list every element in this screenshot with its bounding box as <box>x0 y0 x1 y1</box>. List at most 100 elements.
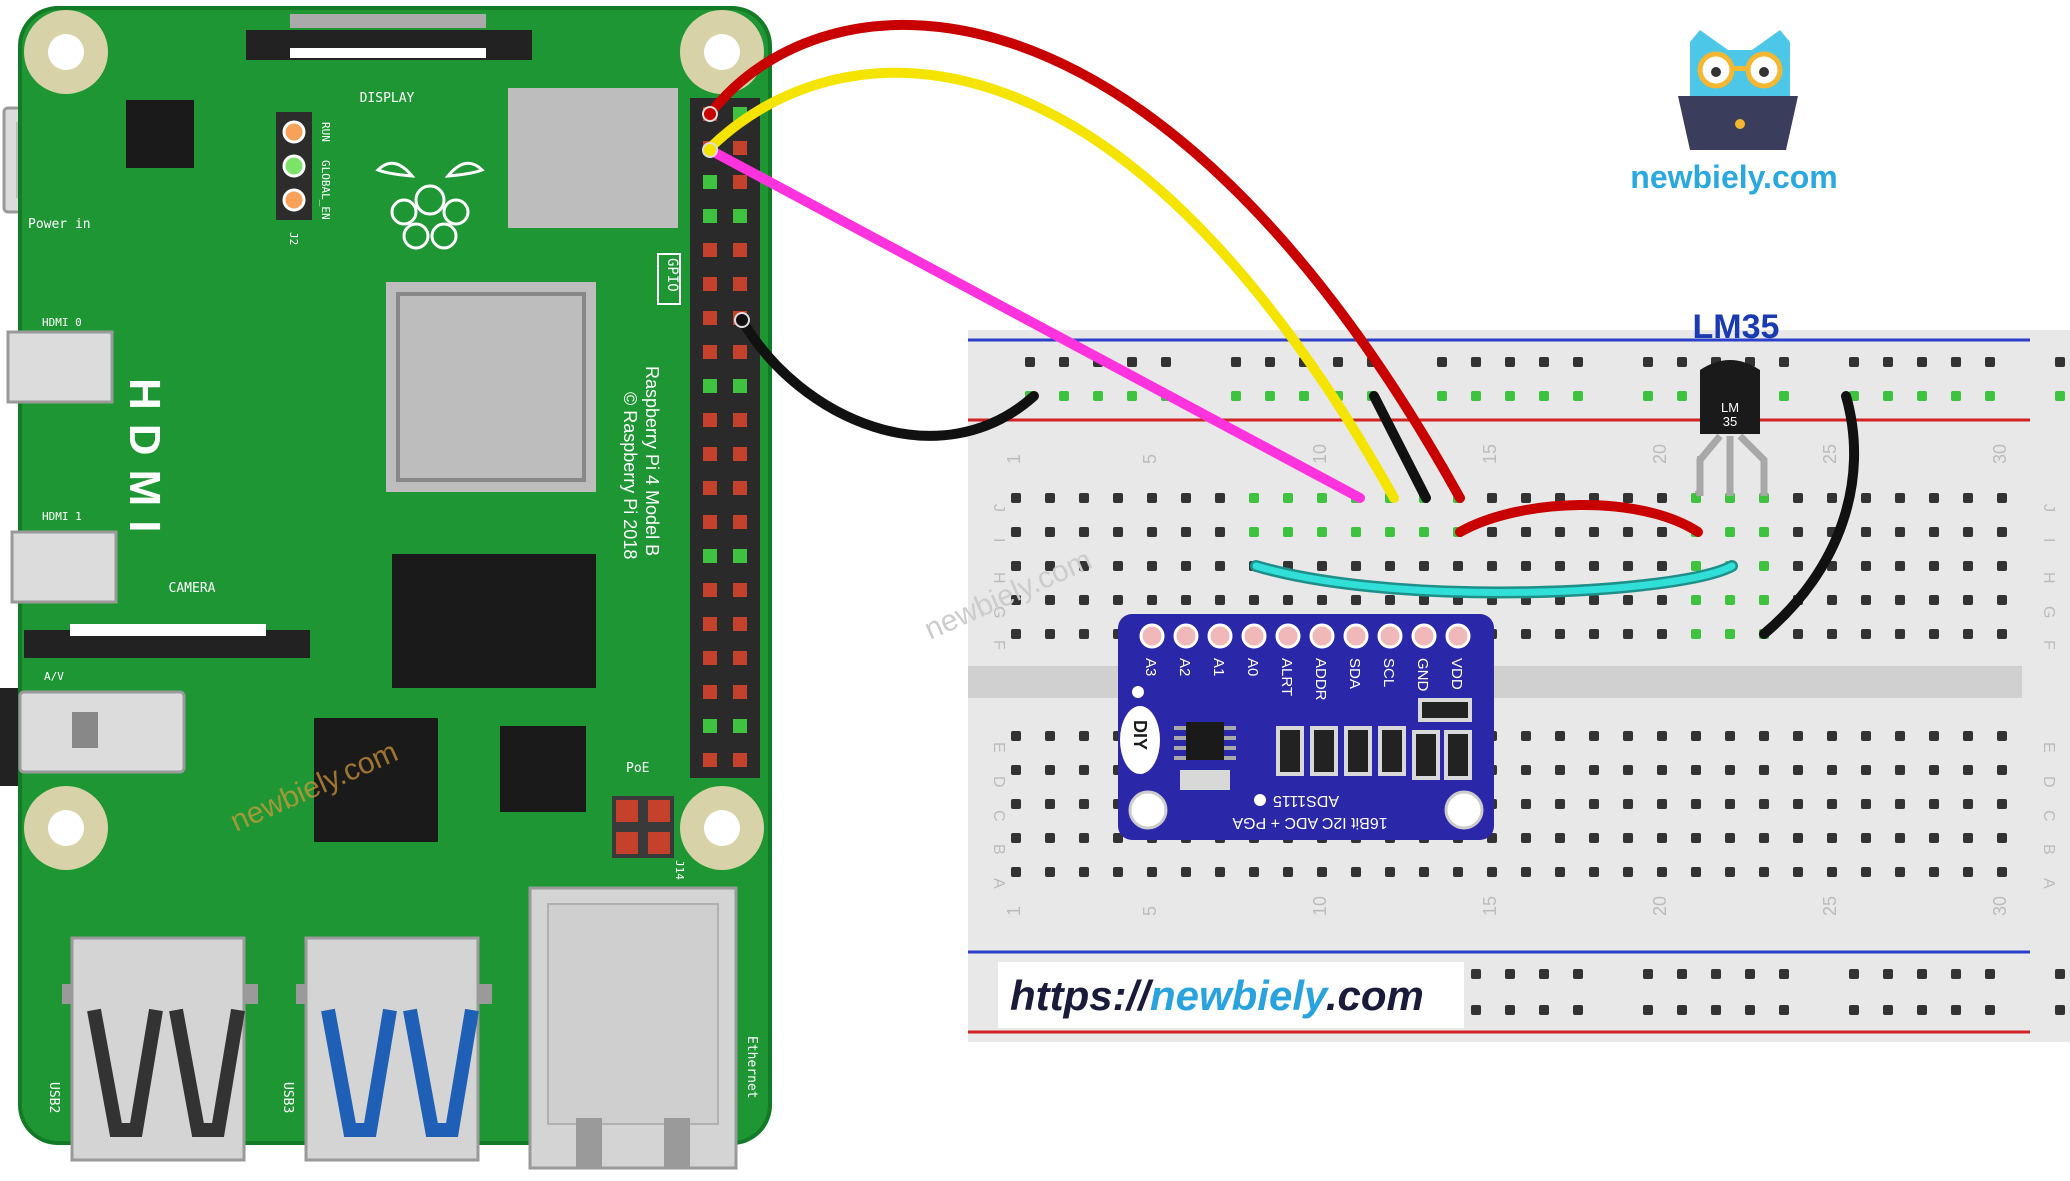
breadboard-hole <box>1555 561 1565 571</box>
breadboard-hole <box>1181 595 1191 605</box>
breadboard-hole <box>1861 527 1871 537</box>
row-letter: D <box>990 776 1007 788</box>
breadboard-hole <box>1623 833 1633 843</box>
breadboard-hole <box>1555 765 1565 775</box>
breadboard-hole <box>1555 833 1565 843</box>
breadboard-hole <box>1985 357 1995 367</box>
breadboard-hole <box>1059 391 1069 401</box>
breadboard-hole <box>1827 833 1837 843</box>
breadboard-hole <box>1623 731 1633 741</box>
breadboard-hole <box>1725 595 1735 605</box>
gpio-pin <box>733 243 747 257</box>
breadboard-hole <box>1895 867 1905 877</box>
smd-resistor <box>1310 726 1338 776</box>
gpio-pin <box>703 617 717 631</box>
breadboard-hole <box>1623 867 1633 877</box>
breadboard-hole <box>1691 867 1701 877</box>
row-letter: D <box>2040 776 2057 788</box>
breadboard-hole <box>1711 1005 1721 1015</box>
breadboard-hole <box>1351 867 1361 877</box>
column-number: 5 <box>1140 906 1160 916</box>
adc-pin <box>1241 623 1267 649</box>
row-letter: B <box>990 844 1007 855</box>
breadboard-hole <box>1079 833 1089 843</box>
breadboard-hole <box>1677 969 1687 979</box>
breadboard-hole <box>1079 561 1089 571</box>
url-banner: https://newbiely.com <box>998 962 1464 1028</box>
breadboard-hole <box>1045 561 1055 571</box>
breadboard-hole <box>1759 527 1769 537</box>
column-number: 25 <box>1820 444 1840 464</box>
gpio-pin <box>703 515 717 529</box>
breadboard-hole <box>1929 527 1939 537</box>
breadboard-hole <box>1011 493 1021 503</box>
breadboard-hole <box>1793 799 1803 809</box>
breadboard-hole <box>1793 561 1803 571</box>
column-number: 15 <box>1480 896 1500 916</box>
breadboard-hole <box>1677 1005 1687 1015</box>
breadboard-hole <box>1283 595 1293 605</box>
hdmi1-label: HDMI 1 <box>42 510 82 523</box>
breadboard-hole <box>1963 595 1973 605</box>
gpio-pin <box>703 583 717 597</box>
gpio-pin <box>733 413 747 427</box>
ram-chip <box>392 554 596 688</box>
breadboard-hole <box>1657 527 1667 537</box>
breadboard-hole <box>1895 629 1905 639</box>
breadboard-hole <box>1657 629 1667 639</box>
lm35-body-text-2: 35 <box>1723 414 1737 429</box>
breadboard-hole <box>1589 595 1599 605</box>
usb3-port: USB3 <box>280 936 492 1162</box>
adc-pin-label: A0 <box>1244 658 1261 676</box>
breadboard-hole <box>1505 391 1515 401</box>
breadboard-hole <box>1997 731 2007 741</box>
breadboard-hole <box>1963 493 1973 503</box>
display-connector: DISPLAY <box>246 14 532 106</box>
ads1115-chip-name: ADS1115 <box>1273 792 1339 809</box>
column-number: 10 <box>1310 896 1330 916</box>
breadboard-hole <box>1079 493 1089 503</box>
row-letter: C <box>990 810 1007 822</box>
vcc-wire <box>705 19 1465 503</box>
breadboard-hole <box>1011 527 1021 537</box>
gpio-pin <box>733 175 747 189</box>
wire-ends <box>702 106 750 328</box>
breadboard-hole <box>1113 561 1123 571</box>
hdmi0-port: HDMI 0 <box>6 316 114 404</box>
column-number: 20 <box>1650 444 1670 464</box>
breadboard-hole <box>1079 629 1089 639</box>
row-letter: A <box>2040 878 2057 889</box>
status-leds: RUN GLOBAL_EN J2 <box>276 112 332 245</box>
gpio-pin <box>733 617 747 631</box>
breadboard-hole <box>1249 595 1259 605</box>
j14-label: J14 <box>673 860 686 880</box>
breadboard-hole <box>1849 1005 1859 1015</box>
breadboard-hole <box>1521 833 1531 843</box>
breadboard-hole <box>1861 833 1871 843</box>
breadboard-hole <box>1997 493 2007 503</box>
breadboard-hole <box>1985 391 1995 401</box>
breadboard-hole <box>2055 357 2065 367</box>
breadboard-hole <box>1487 527 1497 537</box>
breadboard-hole <box>1161 357 1171 367</box>
breadboard-hole <box>1691 595 1701 605</box>
breadboard-hole <box>1555 799 1565 809</box>
breadboard-hole <box>1419 595 1429 605</box>
breadboard-hole <box>1385 527 1395 537</box>
breadboard-hole <box>1643 969 1653 979</box>
breadboard-hole <box>1113 867 1123 877</box>
power-in-label: Power in <box>28 217 91 232</box>
breadboard-hole <box>1317 595 1327 605</box>
breadboard-hole <box>1725 731 1735 741</box>
gpio-pin <box>733 651 747 665</box>
gpio-pin <box>733 719 747 733</box>
breadboard-hole <box>1505 969 1515 979</box>
row-letter: A <box>990 878 1007 889</box>
row-letter: F <box>2040 640 2057 650</box>
row-letter: J <box>990 504 1007 512</box>
ethernet-controller <box>500 726 586 812</box>
url-domain: newbiely <box>1150 972 1330 1019</box>
breadboard-hole <box>1725 799 1735 809</box>
